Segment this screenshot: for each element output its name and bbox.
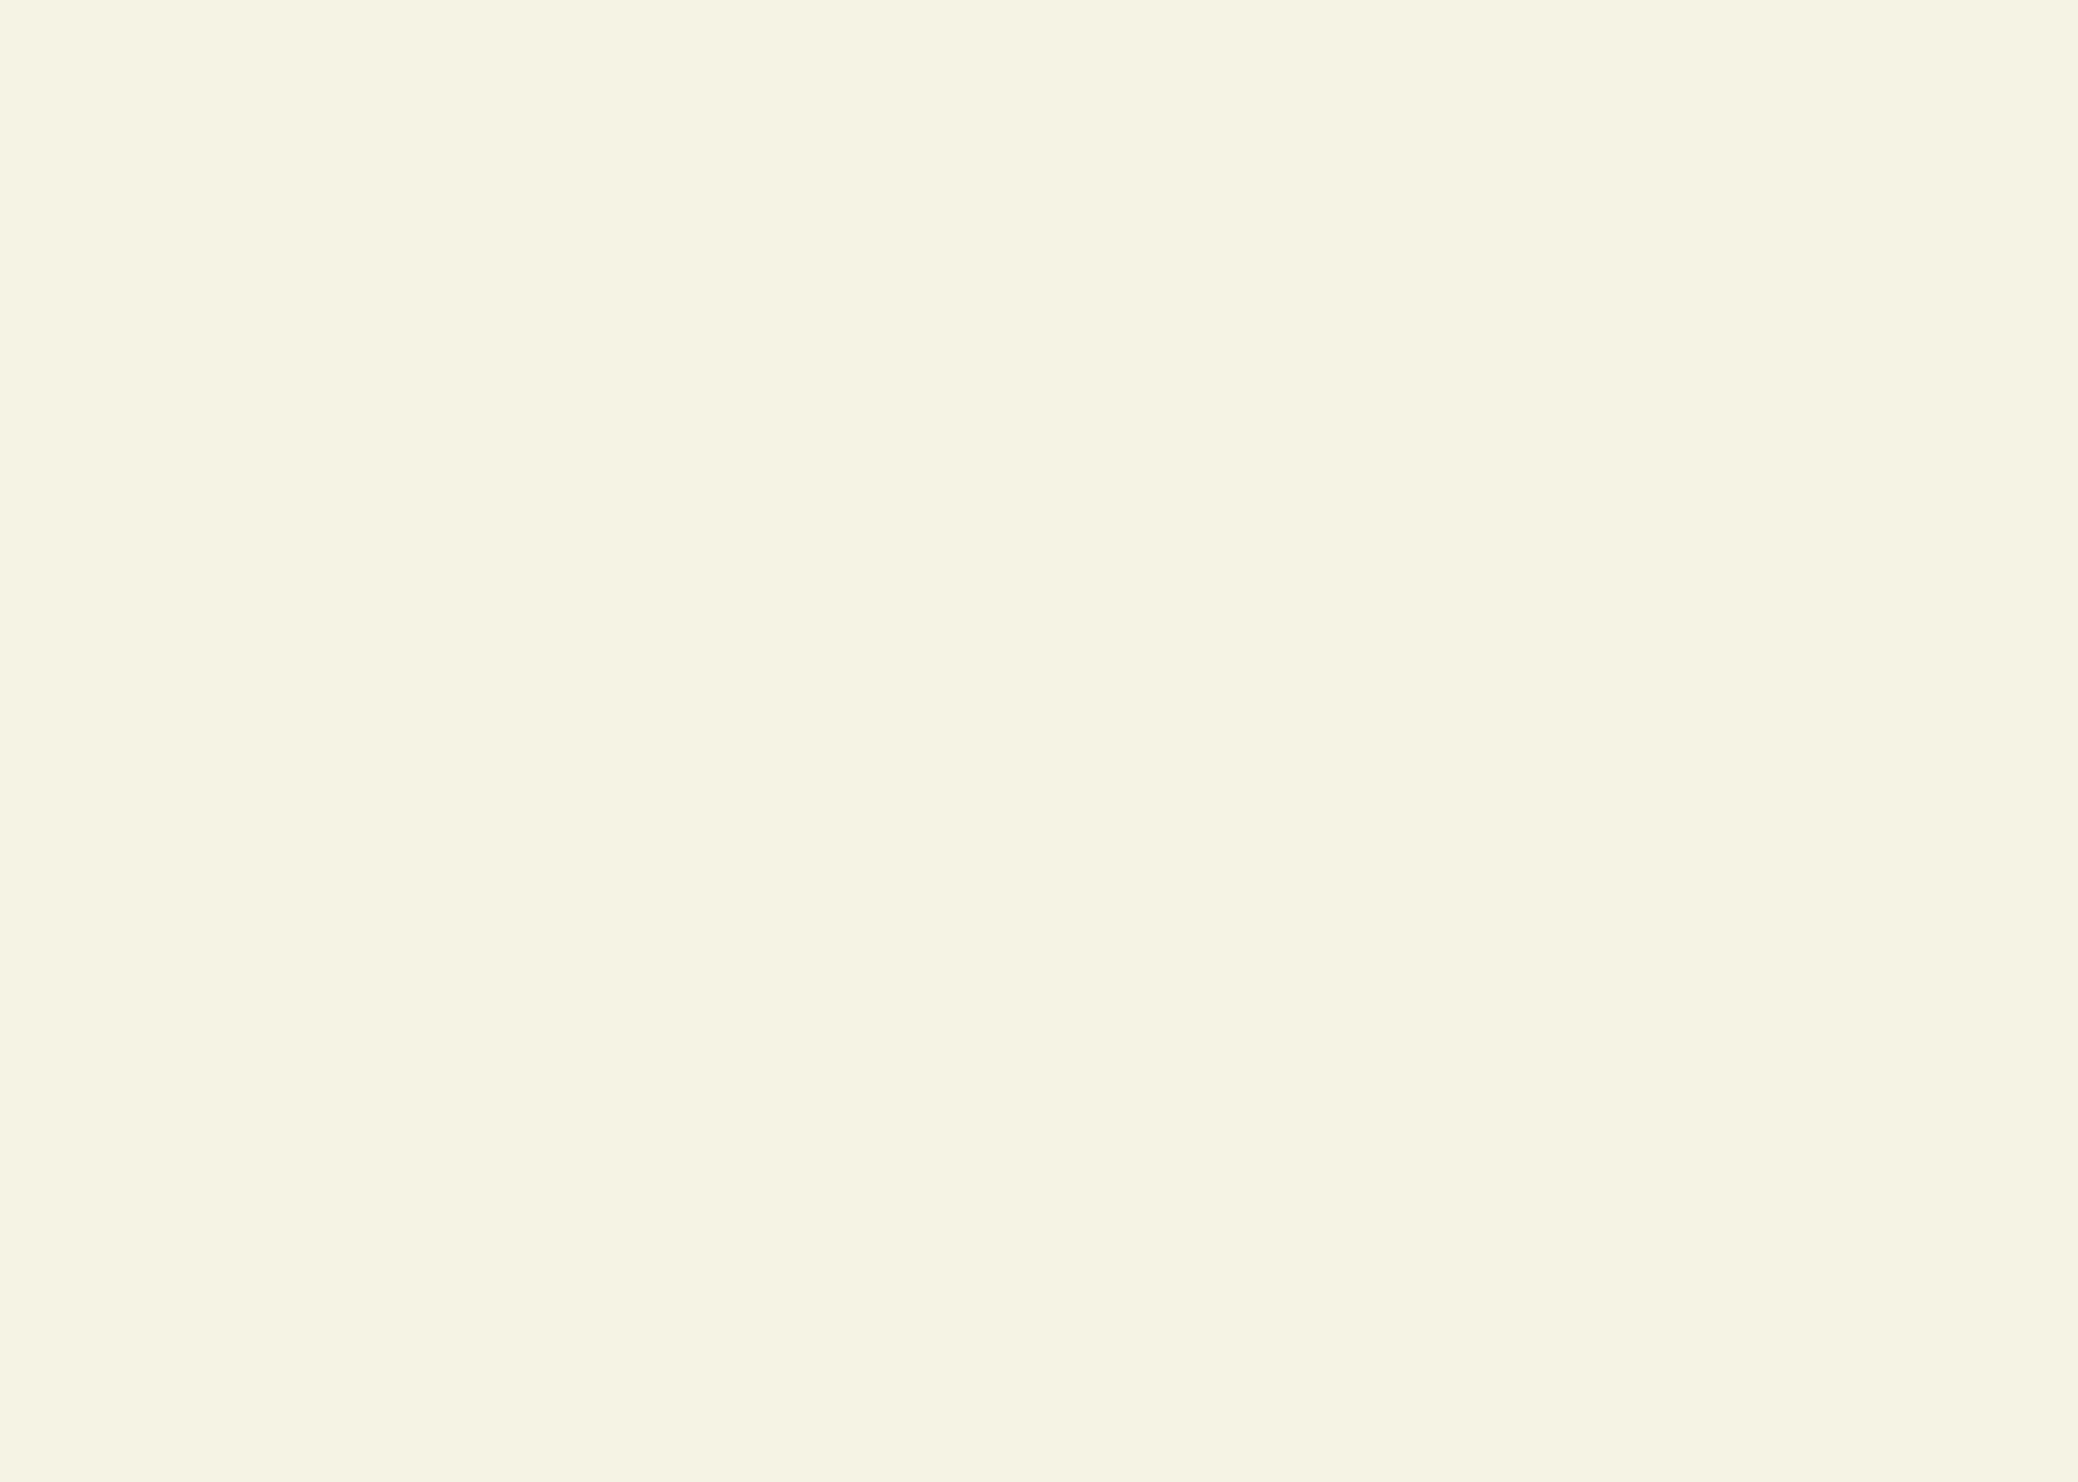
wiring-diagram: [0, 0, 2078, 1482]
